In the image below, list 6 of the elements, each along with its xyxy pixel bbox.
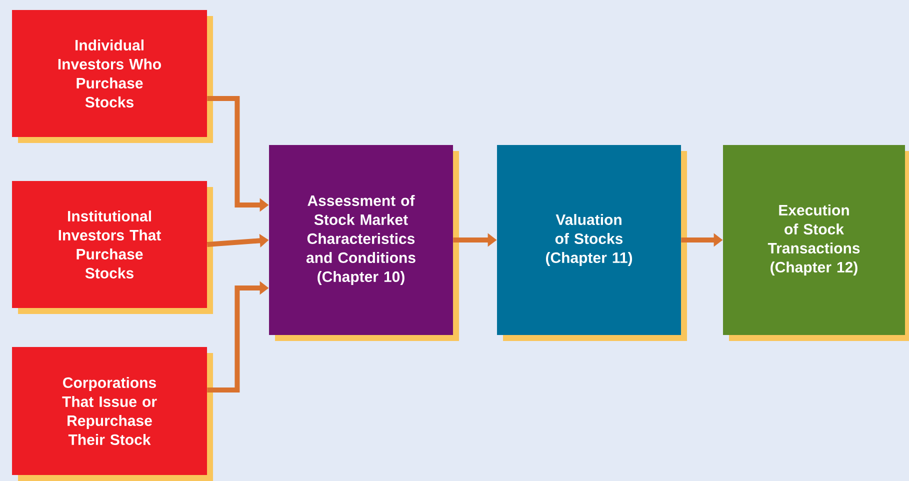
process-box: Corporations That Issue or Repurchase Their Stock: [12, 347, 213, 481]
process-box: Execution of Stock Transactions (Chapter 12): [723, 145, 909, 341]
process-box: Assessment of Stock Market Characteristics and Conditions (Chapter 10): [269, 145, 459, 341]
process-box: Individual Investors Who Purchase Stocks: [12, 10, 213, 143]
process-box: Institutional Investors That Purchase Stocks: [12, 181, 213, 314]
process-box: Valuation of Stocks (Chapter 11): [497, 145, 687, 341]
